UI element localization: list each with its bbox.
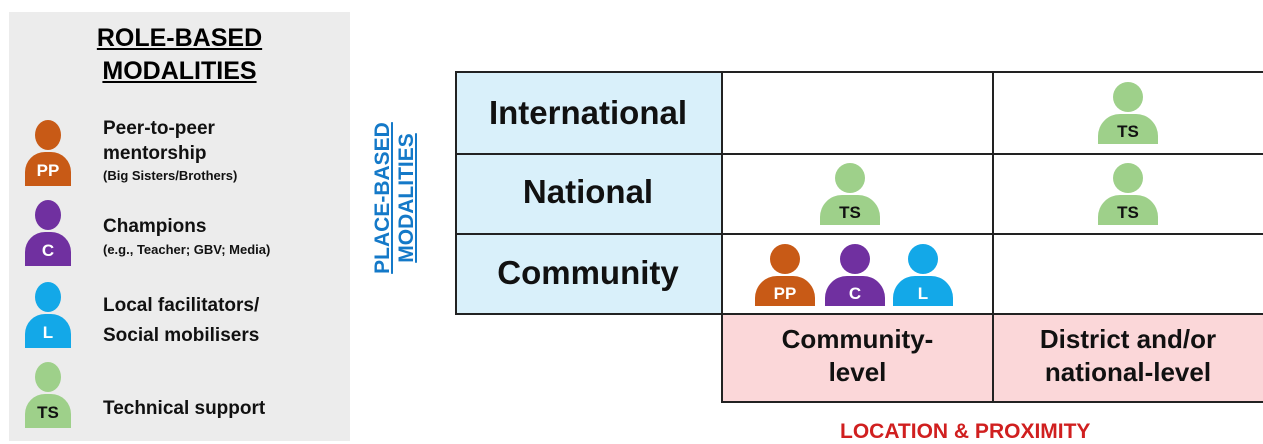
grid-line-left — [455, 71, 457, 315]
col-label-background-2 — [993, 314, 1263, 402]
legend-panel: ROLE-BASED MODALITIES PP Peer-to-peer me… — [9, 12, 350, 441]
legend-title: ROLE-BASED MODALITIES — [96, 24, 263, 85]
ts-icon-national-district: TS — [1098, 163, 1158, 227]
legend-label-facilitators: Local facilitators/ — [103, 295, 260, 316]
col-label-community-level: Community- level — [781, 324, 934, 387]
grid-line-row1 — [455, 153, 1263, 155]
legend-sub-peer: (Big Sisters/Brothers) — [103, 168, 238, 183]
legend-sub-champions: (e.g., Teacher; GBV; Media) — [103, 242, 271, 257]
row-label-community: Community — [497, 254, 679, 291]
row-label-background — [455, 72, 721, 314]
row-label-national: National — [522, 173, 654, 210]
legend-label-champions: Champions — [103, 216, 207, 237]
pp-icon-community-community: PP — [755, 244, 815, 308]
legend-label-technical: Technical support — [103, 398, 266, 419]
col-label-district-national: District and/or national-level — [1039, 324, 1217, 387]
y-axis-title: PLACE-BASED MODALITIES — [371, 122, 418, 274]
col-label-background-1 — [722, 314, 993, 402]
peer-mentor-person-icon: PP — [25, 120, 71, 188]
grid-line-row2 — [455, 233, 1263, 235]
grid-line-row3 — [455, 313, 1263, 315]
ts-icon-national-community: TS — [820, 163, 880, 227]
row-label-international: International — [488, 94, 688, 131]
ts-icon-international-district: TS — [1098, 82, 1158, 146]
legend-label-facilitators-2: Social mobilisers — [103, 325, 260, 346]
champion-person-icon: C — [25, 200, 71, 268]
technical-support-person-icon: TS — [25, 362, 71, 430]
c-icon-community-community: C — [825, 244, 885, 308]
grid-line-col2 — [992, 71, 994, 403]
grid-line-top — [455, 71, 1263, 73]
x-axis-title: LOCATION & PROXIMITY — [840, 420, 1091, 443]
legend-label-peer-2: mentorship — [103, 143, 207, 164]
grid-line-col1 — [721, 71, 723, 403]
legend-label-peer: Peer-to-peer — [103, 118, 215, 139]
l-icon-community-community: L — [893, 244, 953, 308]
facilitator-person-icon: L — [25, 282, 71, 350]
